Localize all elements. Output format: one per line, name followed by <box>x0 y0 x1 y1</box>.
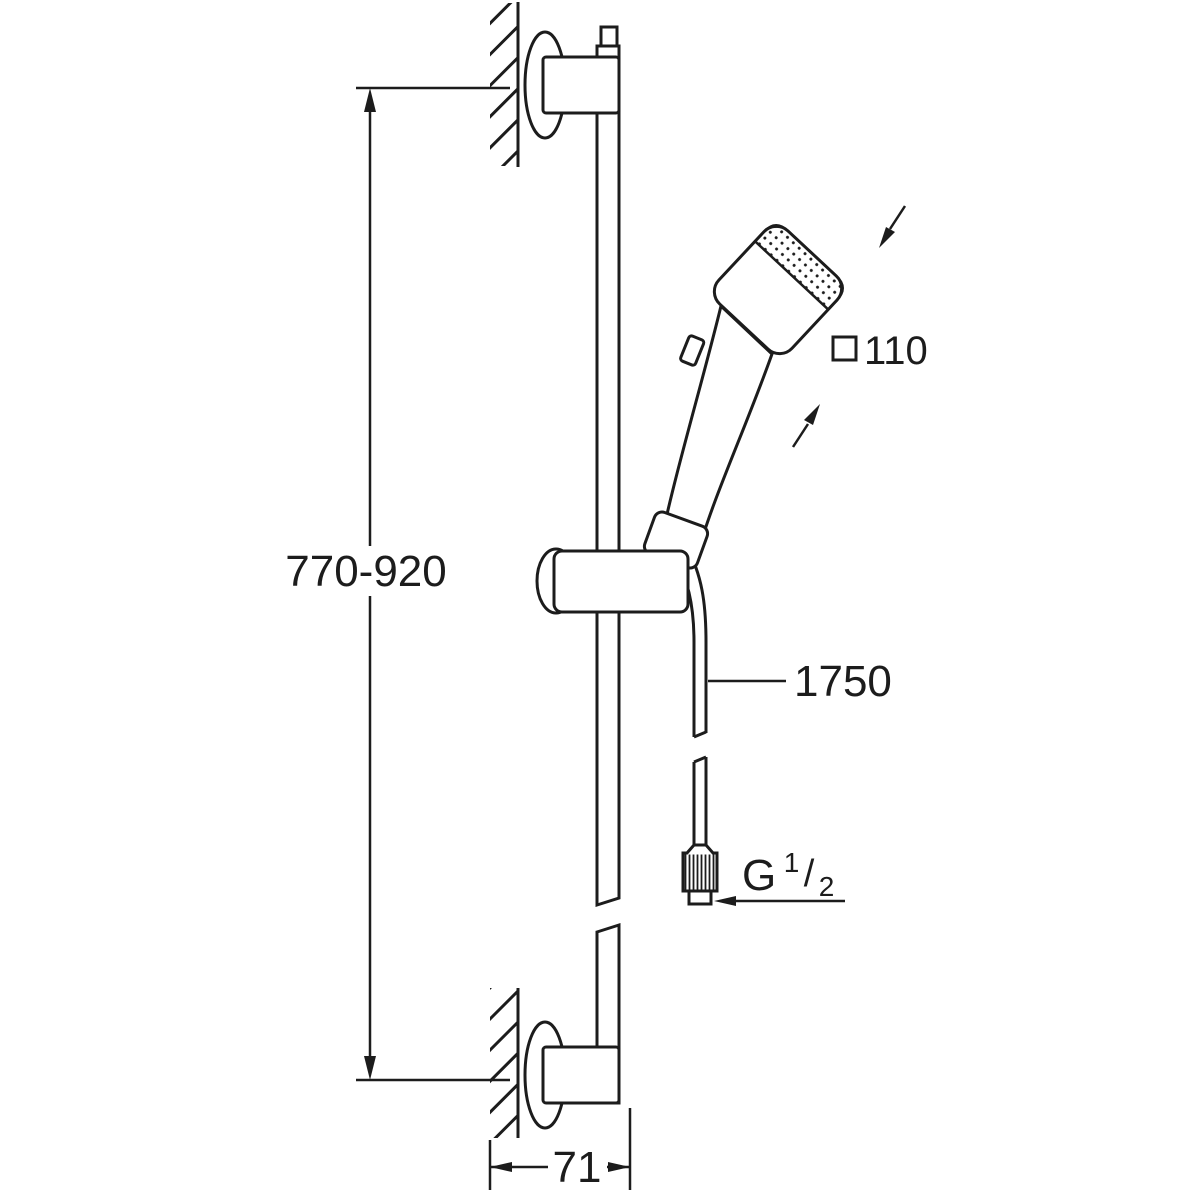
arrow-tail <box>791 423 810 448</box>
holder-body <box>552 549 690 614</box>
arrow-up-right-icon <box>804 404 820 425</box>
spray-face <box>753 224 844 312</box>
wall-hatch-area <box>490 3 518 166</box>
wall-hatch-top <box>490 2 520 167</box>
thread-numerator: 1 <box>784 847 800 878</box>
rail-height-label: 770-920 <box>285 547 446 596</box>
wall-hatch-area <box>490 988 518 1138</box>
thread-size-label: G 1 / 2 <box>742 847 834 902</box>
top-wall-bracket <box>541 55 621 115</box>
arrow-up-icon <box>364 88 376 112</box>
hose-break-cut <box>693 730 707 739</box>
hose-fitting <box>681 843 719 906</box>
shower-mode-button <box>679 334 706 367</box>
rail-top-cap <box>599 25 619 48</box>
rail-upper-segment <box>595 44 621 908</box>
square-symbol-icon <box>831 335 858 362</box>
arrow-down-left-icon <box>879 227 895 248</box>
arrow-down-icon <box>364 1056 376 1080</box>
dimension-head-size: 110 <box>791 205 928 448</box>
button-detail <box>679 334 706 367</box>
wall-offset-label: 71 <box>553 1143 602 1192</box>
thread-denominator: 2 <box>819 871 835 902</box>
arrow-right-icon <box>608 1162 630 1172</box>
hose-length-label: 1750 <box>794 657 892 706</box>
shower-head <box>712 224 844 356</box>
dimension-rail-height: 770-920 <box>285 86 510 1082</box>
dimension-wall-offset: 71 <box>488 1108 632 1192</box>
glide-holder <box>535 510 710 615</box>
hose-break-cut <box>693 755 707 764</box>
fitting-knurling <box>684 854 716 890</box>
arrow-left-icon <box>714 896 736 906</box>
bottom-wall-bracket <box>541 1045 621 1105</box>
fitting-collar <box>687 889 713 906</box>
arrow-left-icon <box>490 1162 512 1172</box>
thread-slash: / <box>804 853 815 895</box>
dimension-thread-size: G 1 / 2 <box>714 847 845 906</box>
dimension-hose-length: 1750 <box>708 657 892 706</box>
thread-g: G <box>742 851 776 900</box>
wall-hatch-bottom <box>490 988 520 1138</box>
head-size-label: 110 <box>864 329 928 373</box>
arrow-tail <box>888 205 907 230</box>
